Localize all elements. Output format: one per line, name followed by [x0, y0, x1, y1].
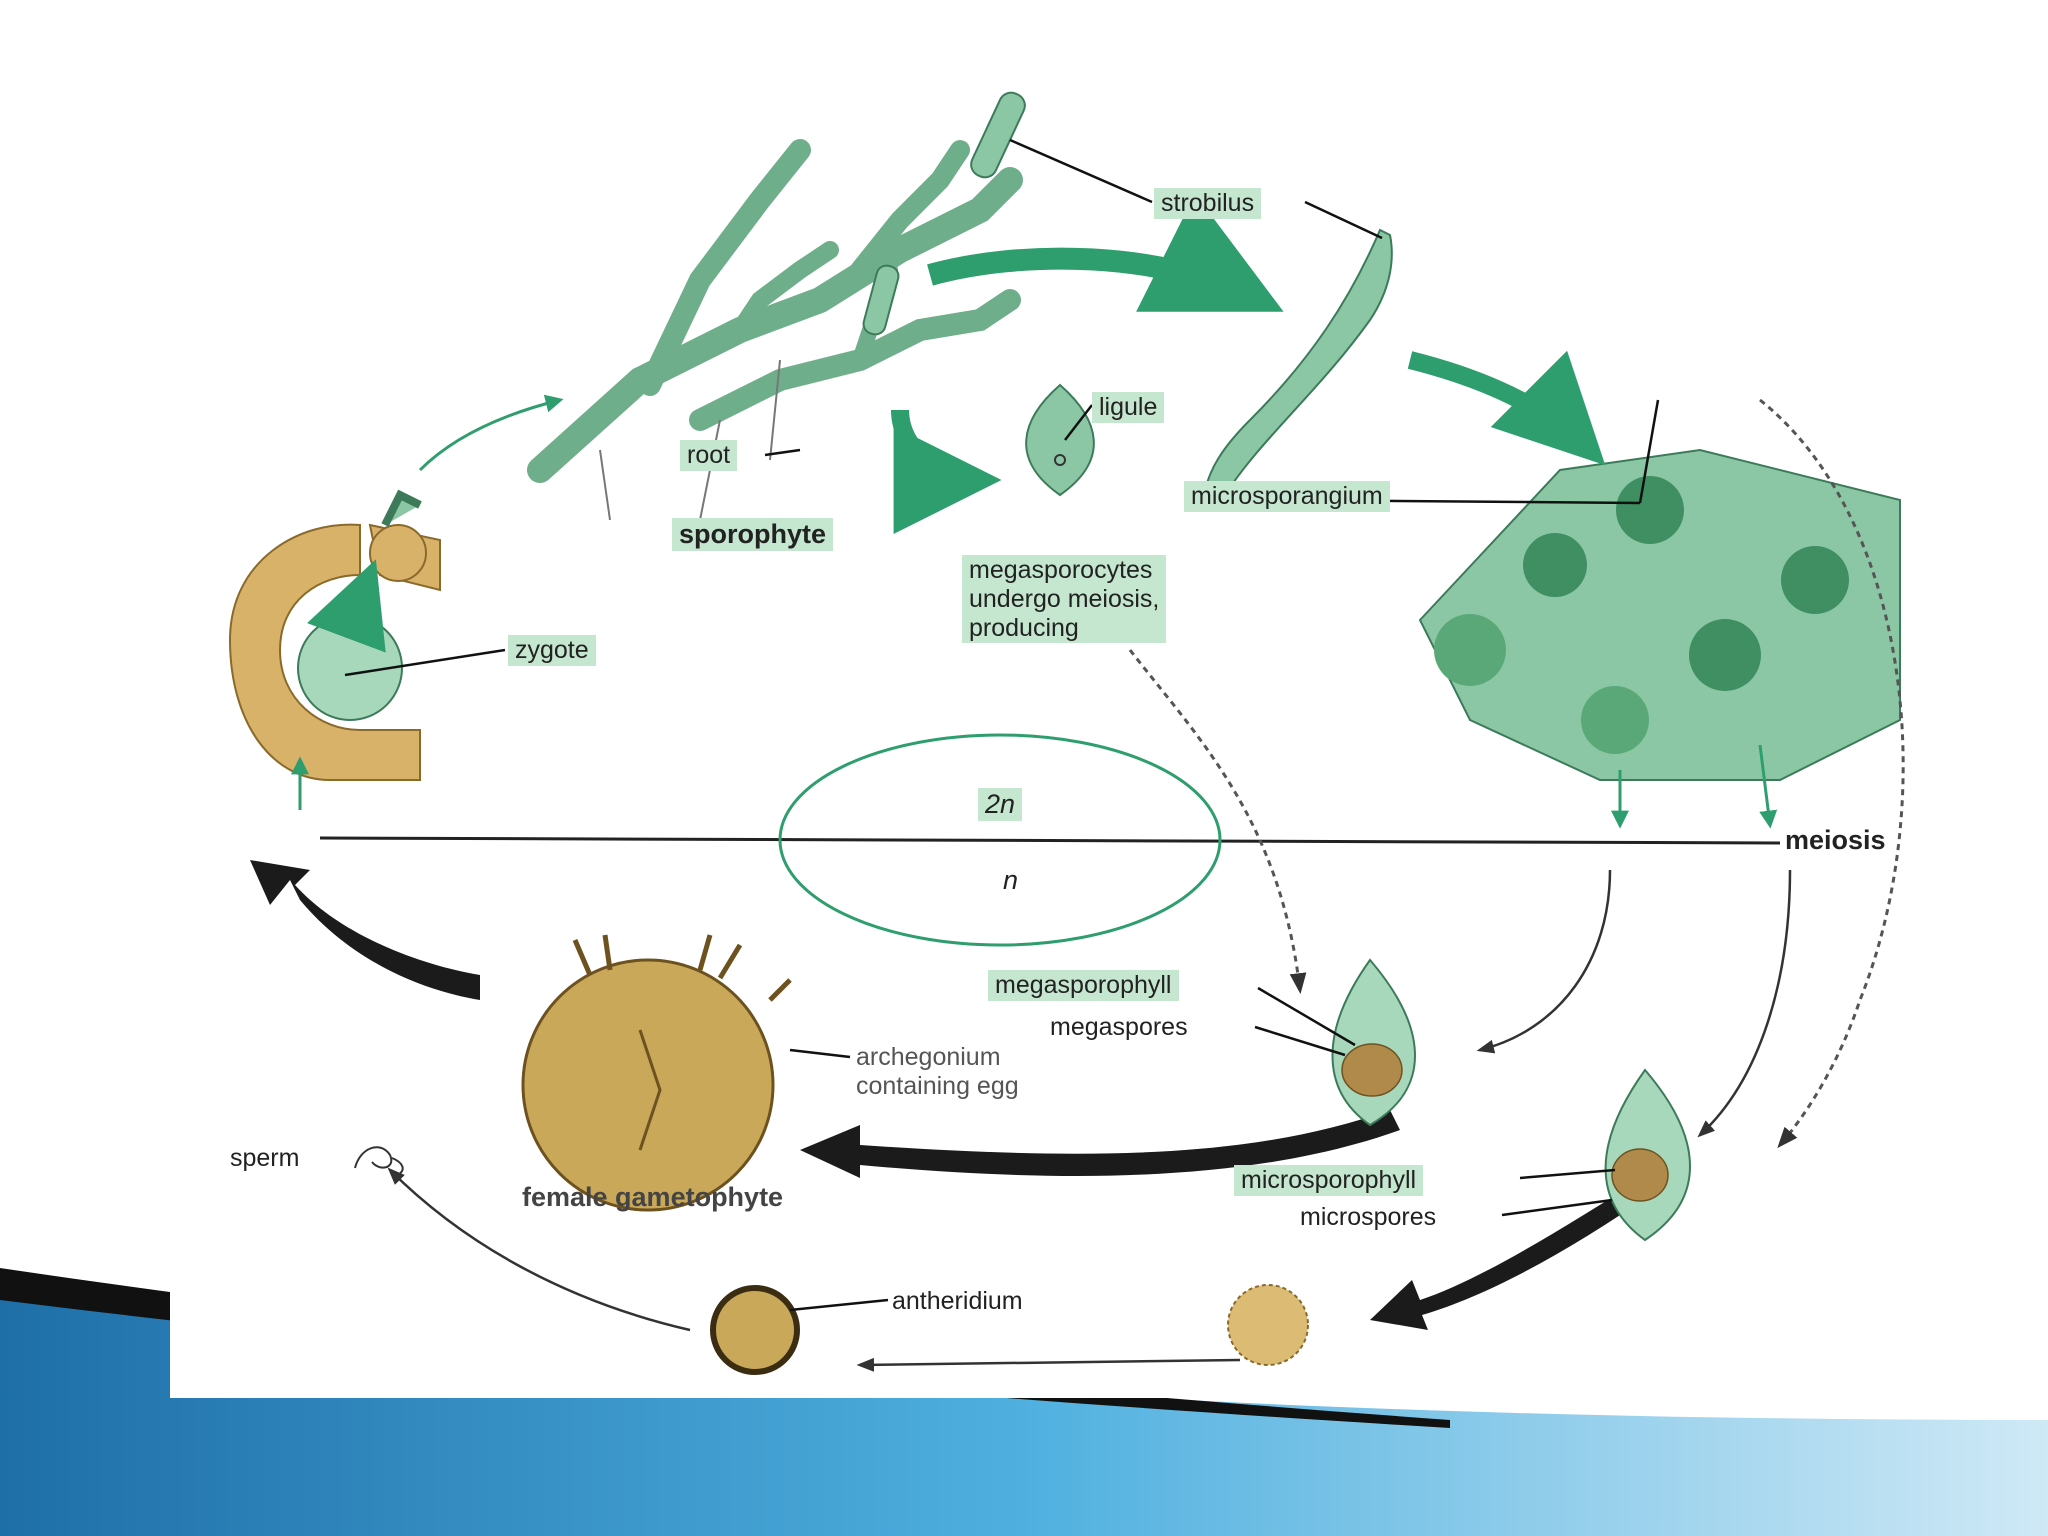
label-zygote: zygote — [508, 635, 596, 666]
slide-swoosh-decoration — [0, 1268, 2048, 1536]
microsporangium-block — [1418, 448, 1901, 781]
label-root: root — [680, 440, 738, 471]
label-sperm: sperm — [230, 1144, 300, 1172]
label-microspores: microspores — [1300, 1203, 1437, 1231]
label-diploid: 2n — [978, 788, 1023, 822]
label-archegonium: archegonium containing egg — [856, 1043, 1019, 1100]
label-female-gametophyte: female gametophyte — [522, 1182, 784, 1212]
sporophyte-plant — [527, 91, 1026, 521]
label-sporophyte: sporophyte — [672, 518, 834, 552]
megasporophyll — [1331, 958, 1416, 1127]
label-megasporocytes: megasporocytes undergo meiosis, producin… — [962, 555, 1167, 644]
ploidy-ellipse — [778, 733, 1222, 947]
ligule-leaf — [1025, 383, 1095, 497]
label-microsporangium: microsporangium — [1184, 481, 1390, 512]
microspore — [1227, 1284, 1309, 1366]
label-megasporophyll: megasporophyll — [988, 970, 1179, 1001]
label-antheridium: antheridium — [892, 1287, 1023, 1315]
label-microsporophyll: microsporophyll — [1234, 1165, 1424, 1196]
dark-cycle-arrows — [250, 860, 1650, 1330]
female-gametophyte — [521, 934, 792, 1212]
label-megaspores: megaspores — [1050, 1013, 1188, 1041]
label-meiosis: meiosis — [1785, 825, 1886, 855]
ploidy-divider-line — [319, 836, 1781, 845]
dashed-arrows — [1128, 398, 1905, 1149]
label-ligule: ligule — [1092, 392, 1165, 423]
microsporophyll — [1604, 1068, 1691, 1242]
thin-cycle-arrows — [387, 869, 1792, 1372]
male-gametophyte-antheridium — [710, 1285, 800, 1375]
sperm-icon — [354, 1146, 404, 1177]
green-cycle-arrows — [291, 193, 1778, 829]
zygote-structure — [228, 489, 441, 781]
label-haploid: n — [1003, 865, 1019, 895]
label-strobilus: strobilus — [1154, 188, 1262, 219]
